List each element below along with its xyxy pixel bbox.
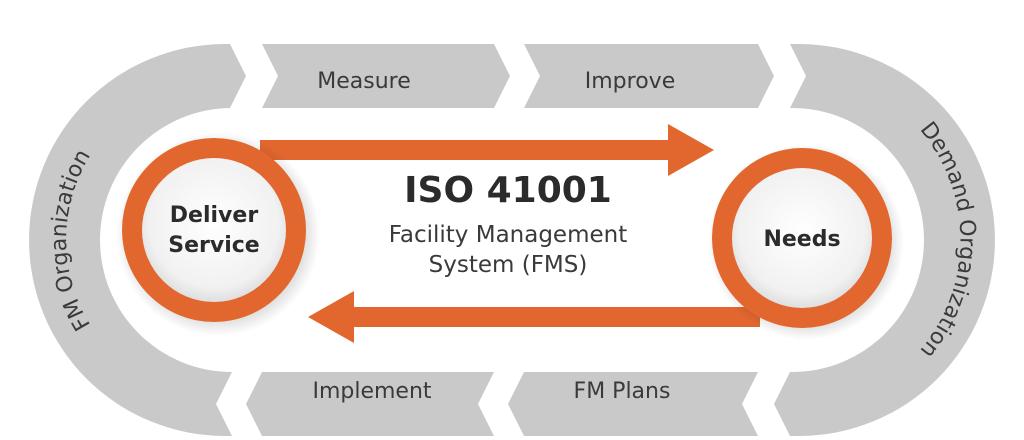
step-improve: Improve (585, 69, 675, 94)
process-loop (29, 44, 995, 436)
loop-notch-bottom-right (742, 372, 790, 436)
center-subtitle-line2: System (FMS) (429, 252, 588, 278)
loop-notch-bottom-left (216, 372, 262, 436)
loop-ring (29, 44, 995, 436)
loop-notch-top-left (230, 44, 278, 108)
center-subtitle-line1: Facility Management (389, 222, 627, 248)
arrow-to-needs-shape (260, 124, 714, 176)
loop-notch-top-mid (494, 44, 540, 108)
arrow-to-deliver (308, 291, 760, 343)
arrow-to-deliver-shape (308, 291, 760, 343)
center-title: ISO 41001 (404, 170, 612, 211)
circle-needs-inner (732, 168, 872, 308)
circle-deliver-label-line1: Deliver (170, 203, 259, 228)
circle-needs: Needs (708, 144, 904, 340)
circle-deliver-label-line2: Service (168, 233, 259, 258)
arrow-to-needs (260, 124, 714, 176)
step-implement: Implement (312, 379, 431, 404)
loop-notch-top-right (758, 44, 806, 108)
circle-deliver-service: Deliver Service (116, 132, 320, 336)
circle-needs-label: Needs (763, 227, 840, 252)
step-measure: Measure (317, 69, 411, 94)
circle-deliver-inner (142, 158, 286, 302)
loop-notch-bottom-mid (478, 372, 524, 436)
step-fm-plans: FM Plans (574, 379, 671, 404)
